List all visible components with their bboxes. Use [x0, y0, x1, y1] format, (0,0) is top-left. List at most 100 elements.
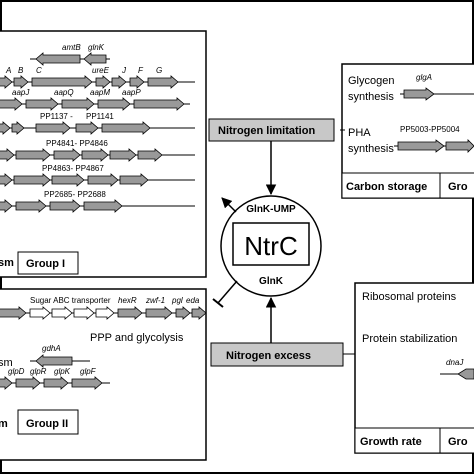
gene-label: ureE — [92, 66, 110, 75]
gene-arrow — [137, 148, 163, 162]
gene-arrow — [13, 75, 29, 89]
gene-arrow — [101, 121, 151, 135]
gene-label: amtB — [62, 43, 81, 52]
gene-arrow — [0, 75, 13, 89]
gene-label: PP1137 - — [40, 112, 73, 121]
gene-arrow — [29, 306, 51, 320]
gene-arrow — [119, 173, 149, 187]
carbon-storage-label: Carbon storage — [346, 181, 427, 193]
gene-arrow — [35, 354, 73, 368]
gene-label: PP4841- PP4846 — [46, 139, 108, 148]
gene-label: aapQ — [54, 88, 74, 97]
gene-arrow — [13, 173, 51, 187]
dnaj-gene — [457, 368, 474, 380]
glycogen-label-line1: Glycogen — [348, 75, 394, 87]
gene-label: B — [18, 66, 24, 75]
ntrc-label: NtrC — [244, 231, 297, 261]
glnk-ump-label: GlnK-UMP — [246, 204, 296, 215]
gene-label: A — [5, 66, 11, 75]
gene-arrow — [31, 75, 93, 89]
pha-gene-2 — [445, 139, 474, 153]
gene-label: C — [36, 66, 42, 75]
gene-arrow — [0, 376, 13, 390]
group1-label-box — [17, 251, 79, 275]
gene-arrow — [117, 306, 143, 320]
growth-rate-label: Growth rate — [360, 436, 422, 448]
gene-arrow — [81, 148, 109, 162]
growth-rate-panel — [354, 282, 474, 454]
gene-arrow — [147, 75, 179, 89]
gene-arrow — [97, 97, 131, 111]
gene-arrow — [191, 306, 207, 320]
glnk-label: GlnK — [259, 276, 284, 287]
group2-label-box — [17, 409, 79, 435]
gene-label: aapP — [122, 88, 141, 97]
carbon-group-partial: Gro — [448, 181, 468, 193]
gene-arrow — [0, 121, 11, 135]
gene-label: aapJ — [12, 88, 30, 97]
growth-group-box — [439, 427, 474, 454]
gene-label: PP2685- PP2688 — [44, 190, 106, 199]
gene-label: zwf-1 — [145, 296, 165, 305]
gene-arrow — [129, 75, 145, 89]
gene-label: hexR — [118, 296, 137, 305]
gene-arrow — [0, 199, 13, 213]
gene-label: PP4863- PP4867 — [42, 164, 104, 173]
group2-partial-label-1: sm — [0, 357, 13, 369]
gene-arrow — [73, 306, 95, 320]
ribosomal-proteins-label: Ribosomal proteins — [362, 291, 457, 303]
glga-gene-label: glgA — [416, 73, 432, 82]
gene-arrow — [0, 173, 13, 187]
pha-gene-1 — [397, 139, 445, 153]
gene-arrow — [109, 148, 137, 162]
ntrc-repression-bar — [212, 298, 224, 308]
gene-arrow — [83, 199, 123, 213]
pha-label-line2: synthesis — [348, 143, 394, 155]
glga-gene — [403, 87, 435, 101]
carbon-group-box — [439, 172, 474, 199]
gene-arrow — [35, 121, 71, 135]
gene-arrow — [95, 306, 115, 320]
gene-arrow — [49, 199, 81, 213]
gene-label: J — [121, 66, 127, 75]
gene-label: aapM — [90, 88, 110, 97]
growth-rate-box — [354, 427, 441, 454]
gene-arrow — [95, 75, 111, 89]
ppp-glycolysis-label: PPP and glycolysis — [90, 332, 184, 344]
sugar-transporter-label: Sugar ABC transporter — [30, 296, 111, 305]
gene-arrow — [83, 52, 107, 66]
gene-arrow — [15, 148, 51, 162]
gene-arrow — [43, 376, 69, 390]
gene-label: PP1141 — [86, 112, 114, 121]
gene-arrow — [0, 148, 15, 162]
gene-arrow — [133, 97, 185, 111]
growth-group-partial: Gro — [448, 436, 468, 448]
gene-arrow — [0, 97, 23, 111]
gene-arrow — [15, 376, 41, 390]
gene-label: G — [156, 66, 162, 75]
gdha-gene-label: gdhA — [42, 344, 61, 353]
gene-arrow — [25, 97, 59, 111]
group2-partial-label-2: m — [0, 418, 8, 430]
gene-label: glpR — [30, 367, 47, 376]
group1-label: Group I — [26, 258, 65, 270]
gene-label: glpF — [80, 367, 97, 376]
group1-partial-label: sm — [0, 257, 14, 269]
gene-arrow — [175, 306, 191, 320]
gene-label: eda — [186, 296, 200, 305]
group2-label: Group II — [26, 418, 68, 430]
nitrogen-excess-label: Nitrogen excess — [226, 350, 311, 362]
gene-label: glnK — [88, 43, 105, 52]
gene-arrow — [11, 121, 25, 135]
gene-arrow — [145, 306, 173, 320]
gene-arrow — [0, 306, 27, 320]
nitrogen-limitation-label: Nitrogen limitation — [218, 125, 315, 137]
pha-label-line1: PHA — [348, 127, 371, 139]
ntrc-repression-line — [217, 280, 238, 304]
carbon-storage-box — [341, 172, 441, 199]
gene-arrow — [75, 121, 99, 135]
gene-arrow — [61, 97, 95, 111]
